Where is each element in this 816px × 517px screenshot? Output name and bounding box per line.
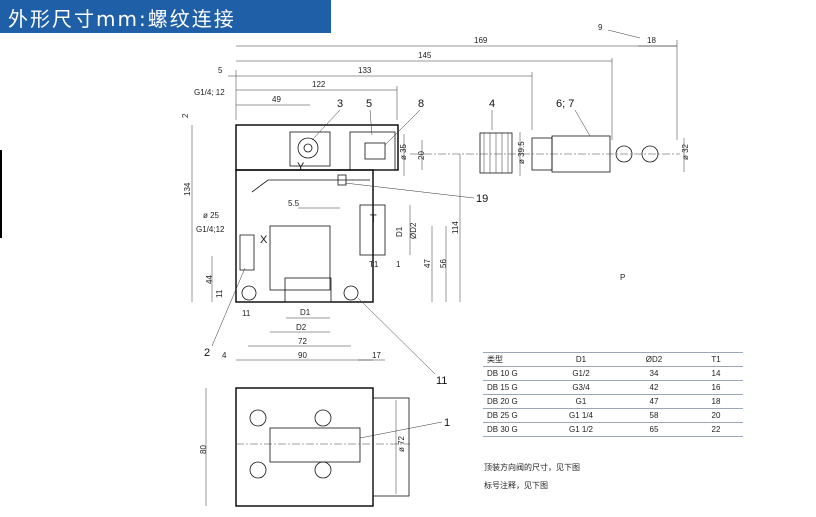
dim-72: 72	[298, 337, 307, 346]
cell-t1: 20	[689, 408, 743, 423]
callout-11: 11	[436, 375, 447, 387]
bottom-dimensions: D1 D2 72 4 90 17	[222, 308, 385, 361]
cell-d1: G3/4	[543, 380, 619, 395]
table-row: DB 10 G G1/2 34 14	[483, 366, 743, 381]
left-dimensions: 134 ø 25 G1/4;12 X Y 44 11 11	[183, 125, 305, 318]
dim-d32: ø 32	[681, 143, 690, 160]
cell-t1: 14	[689, 366, 743, 381]
callout-19: 19	[476, 193, 488, 205]
dim-d2: D2	[296, 323, 307, 332]
note-valve-dimensions: 顶装方向阀的尺寸，见下图	[484, 463, 580, 472]
cell-t1: 18	[689, 394, 743, 409]
callout-5: 5	[366, 98, 372, 110]
dim-122: 122	[312, 80, 326, 89]
dim-18: 18	[647, 36, 656, 45]
margin-marker	[0, 150, 2, 238]
dim-134: 134	[183, 182, 192, 196]
cell-d2: 34	[619, 366, 689, 381]
dim-p: P	[620, 273, 625, 282]
port-y-label: Y	[297, 161, 305, 173]
dim-90: 90	[298, 351, 307, 360]
table-row: DB 20 G G1 47 18	[483, 394, 743, 409]
valve-body-top: 80 ø 72	[199, 387, 410, 507]
callout-3: 3	[337, 98, 343, 110]
header-t1: T1	[689, 352, 743, 367]
dim-1: 1	[396, 260, 401, 269]
dim-47: 47	[423, 259, 432, 268]
dim-d1-bottom: D1	[300, 308, 311, 317]
dim-49: 49	[272, 95, 281, 104]
callout-1: 1	[444, 417, 450, 429]
dim-4: 4	[222, 351, 227, 360]
cell-d1: G1 1/4	[543, 408, 619, 423]
cell-type: DB 20 G	[483, 394, 543, 409]
callout-6-7: 6; 7	[556, 98, 574, 110]
dim-9: 9	[598, 23, 603, 32]
dim-80: 80	[199, 445, 208, 454]
title-bar: 外形尺寸mm:螺纹连接	[0, 0, 331, 33]
dim-5-5: 5.5	[288, 199, 300, 208]
dim-56: 56	[439, 259, 448, 268]
cell-type: DB 10 G	[483, 366, 543, 381]
dim-d25: ø 25	[203, 211, 220, 220]
cell-d2: 65	[619, 422, 689, 437]
dim-d72: ø 72	[397, 435, 406, 452]
dim-d1: D1	[395, 226, 404, 237]
header-d1: D1	[543, 352, 619, 367]
dim-2: 2	[181, 113, 190, 118]
page-title: 外形尺寸mm:螺纹连接	[8, 7, 236, 31]
dim-145: 145	[418, 51, 432, 60]
dim-g14-12: G1/4; 12	[194, 88, 225, 97]
side-dimensions: ø 35 20 ø 39.5 ø 32 114 47 56 D1 ØD2 T1 …	[288, 132, 690, 302]
dim-5: 5	[218, 66, 223, 75]
cell-t1: 16	[689, 380, 743, 395]
table-row: DB 25 G G1 1/4 58 20	[483, 408, 743, 423]
table-row: DB 30 G G1 1/2 65 22	[483, 422, 743, 437]
callouts: 3 5 8 4 6; 7 19 2 11 1 P	[204, 98, 625, 439]
cell-d2: 47	[619, 394, 689, 409]
callout-2: 2	[204, 347, 210, 359]
cell-d2: 58	[619, 408, 689, 423]
callout-4: 4	[489, 98, 495, 110]
top-dimensions: 169 9 18 145 5 133 122 G1/4; 12 49 2	[181, 23, 678, 140]
note-callout-legend: 标号注释，见下图	[484, 481, 548, 490]
dim-17: 17	[372, 351, 381, 360]
dim-20: 20	[417, 151, 426, 160]
cell-d1: G1	[543, 394, 619, 409]
port-x-label: X	[260, 234, 268, 246]
spec-table: 类型 D1 ØD2 T1 DB 10 G G1/2 34 14 DB 15 G …	[483, 352, 743, 437]
cell-d1: G1/2	[543, 366, 619, 381]
dim-169: 169	[474, 36, 488, 45]
dim-11b: 11	[242, 309, 251, 318]
header-d2: ØD2	[619, 352, 689, 367]
header-type: 类型	[483, 352, 543, 367]
cell-type: DB 25 G	[483, 408, 543, 423]
cell-d1: G1 1/2	[543, 422, 619, 437]
dim-dd2: ØD2	[409, 222, 418, 239]
cell-t1: 22	[689, 422, 743, 437]
valve-body-front	[235, 124, 399, 303]
cell-type: DB 15 G	[483, 380, 543, 395]
dim-11a: 11	[215, 289, 224, 298]
cell-d2: 42	[619, 380, 689, 395]
cell-type: DB 30 G	[483, 422, 543, 437]
dim-t1: T1	[369, 260, 379, 269]
dim-133: 133	[358, 66, 372, 75]
callout-8: 8	[418, 98, 424, 110]
pilot-assembly	[410, 132, 680, 174]
dim-44: 44	[205, 275, 214, 284]
table-header-row: 类型 D1 ØD2 T1	[483, 352, 743, 367]
dim-114: 114	[451, 221, 460, 234]
port-t-label: T	[370, 213, 377, 225]
dim-d35: ø 35	[399, 143, 408, 160]
dim-d395: ø 39.5	[517, 141, 526, 164]
table-row: DB 15 G G3/4 42 16	[483, 380, 743, 395]
dim-g14-12b: G1/4;12	[196, 225, 225, 234]
